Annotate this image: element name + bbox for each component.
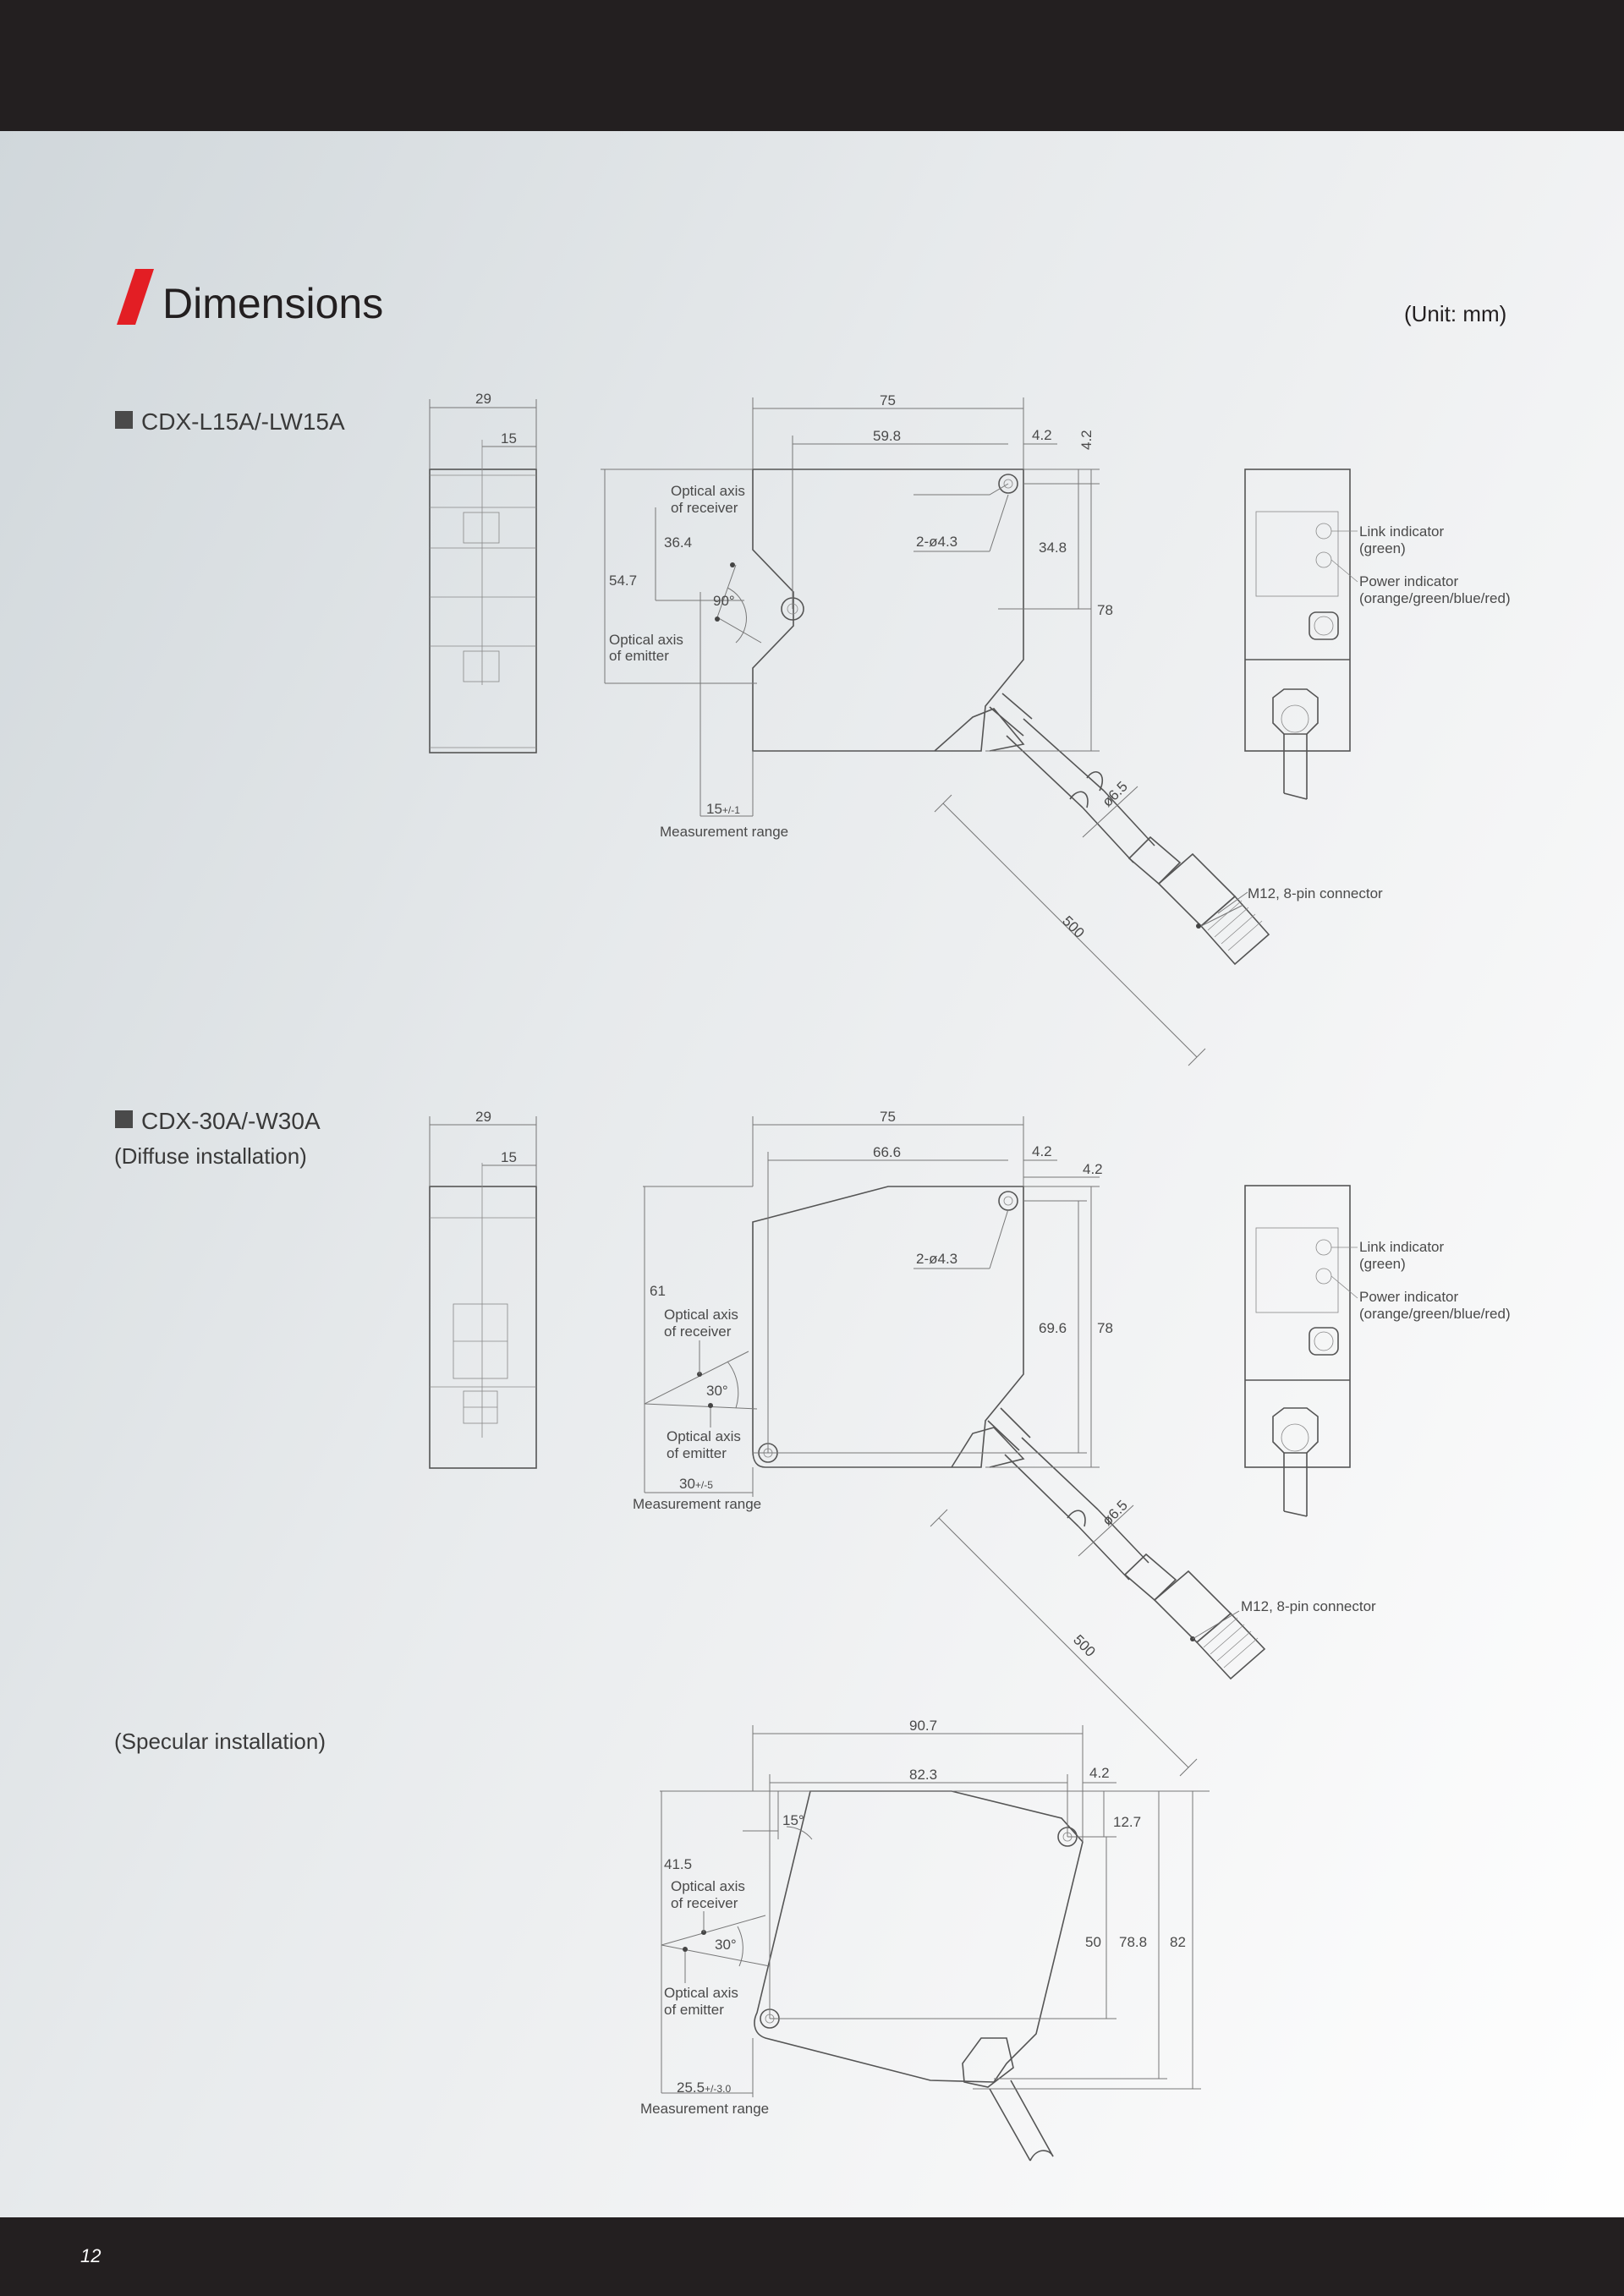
dim-4-2-d: 4.2 (1083, 1161, 1103, 1177)
rear-view-2 (1244, 1185, 1351, 1517)
model-name: CDX-30A/-W30A (141, 1108, 321, 1134)
optical-axis-receiver-1: Optical axis (671, 483, 745, 499)
optical-axis-receiver-1b: of receiver (671, 500, 738, 516)
optical-axis-receiver-3: Optical axis (671, 1878, 745, 1894)
cable-dia-2: ø6.5 (1099, 1497, 1130, 1528)
bottom-bar (0, 2217, 1624, 2296)
optical-axis-emitter-3: Optical axis (664, 1985, 738, 2001)
range-15: 15+/-1 (706, 801, 740, 817)
power-indicator-1: Power indicator (1359, 573, 1459, 589)
link-green-2: (green) (1359, 1256, 1406, 1272)
dim-29-2: 29 (475, 1109, 491, 1125)
link-green-1: (green) (1359, 540, 1406, 556)
dim-41-5: 41.5 (664, 1856, 692, 1872)
optical-axis-receiver-3b: of receiver (671, 1895, 738, 1911)
optical-axis-emitter-3b: of emitter (664, 2002, 724, 2018)
page-number: 12 (80, 2245, 102, 2266)
dim-4-2-b: 4.2 (1078, 430, 1095, 450)
dim-69-6: 69.6 (1039, 1320, 1067, 1336)
diffuse-installation-label: (Diffuse installation) (114, 1143, 307, 1169)
unit-note: (Unit: mm) (1404, 301, 1507, 326)
optical-axis-receiver-2b: of receiver (664, 1323, 732, 1340)
dim-34-8: 34.8 (1039, 540, 1067, 556)
dim-61: 61 (650, 1283, 666, 1299)
front-view-1 (752, 469, 1270, 966)
range-25-5: 25.5+/-3.0 (677, 2080, 731, 2096)
model-heading-2: CDX-30A/-W30A (115, 1108, 321, 1135)
front-view-2 (752, 1186, 1266, 1680)
dim-82: 82 (1170, 1934, 1186, 1950)
dim-4-2-e: 4.2 (1089, 1765, 1110, 1781)
measurement-range-1: Measurement range (660, 824, 788, 840)
dim-59-8: 59.8 (873, 428, 901, 444)
red-slash-icon (117, 269, 154, 325)
dim-15-2: 15 (501, 1149, 517, 1165)
dim-90-7: 90.7 (909, 1718, 937, 1734)
dim-36-4: 36.4 (664, 534, 692, 551)
angle-30-3: 30° (715, 1937, 737, 1953)
hole-label-2: 2-ø4.3 (916, 1251, 957, 1267)
power-colors-1: (orange/green/blue/red) (1359, 590, 1511, 606)
side-view-1 (429, 399, 537, 753)
front-view-specular (754, 1790, 1084, 2162)
dim-82-3: 82.3 (909, 1767, 937, 1783)
dim-50: 50 (1085, 1934, 1101, 1950)
dim-78: 78 (1097, 602, 1113, 618)
angle-90: 90° (713, 593, 735, 609)
top-bar (0, 0, 1624, 131)
dim-75-2: 75 (880, 1109, 896, 1125)
angle-30-2: 30° (706, 1383, 728, 1399)
optical-axis-receiver-2: Optical axis (664, 1307, 738, 1323)
dim-29: 29 (475, 391, 491, 407)
hole-label-1: 2-ø4.3 (916, 534, 957, 550)
link-indicator-1: Link indicator (1359, 523, 1445, 540)
optical-axis-emitter-1b: of emitter (609, 648, 669, 664)
dim-66-6: 66.6 (873, 1144, 901, 1160)
connector-label-2: M12, 8-pin connector (1241, 1598, 1376, 1614)
dim-78-8: 78.8 (1119, 1934, 1147, 1950)
optical-axis-emitter-2: Optical axis (667, 1428, 741, 1444)
dim-15: 15 (501, 430, 517, 447)
dim-4-2-c: 4.2 (1032, 1143, 1052, 1159)
square-bullet-icon (115, 411, 133, 429)
dimension-drawings: 29 15 75 59.8 4.2 4.2 34.8 78 54.7 (429, 391, 1511, 2162)
power-colors-2: (orange/green/blue/red) (1359, 1306, 1511, 1322)
dim-54-7: 54.7 (609, 573, 637, 589)
side-view-2 (429, 1116, 537, 1469)
cable-500-1: 500 (1059, 912, 1087, 940)
dim-4-2-a: 4.2 (1032, 427, 1052, 443)
tilt-15: 15° (782, 1812, 804, 1828)
square-bullet-icon (115, 1110, 133, 1128)
cable-500-2: 500 (1070, 1631, 1098, 1659)
dim-12-7: 12.7 (1113, 1814, 1141, 1830)
model-heading-1: CDX-L15A/-LW15A (115, 408, 345, 436)
optical-axis-emitter-2b: of emitter (667, 1445, 727, 1461)
connector-label-1: M12, 8-pin connector (1248, 885, 1383, 901)
link-indicator-2: Link indicator (1359, 1239, 1445, 1255)
measurement-range-3: Measurement range (640, 2101, 769, 2117)
model-name: CDX-L15A/-LW15A (141, 408, 345, 435)
dim-75: 75 (880, 392, 896, 408)
range-30: 30+/-5 (679, 1476, 713, 1492)
dim-78-2: 78 (1097, 1320, 1113, 1336)
optical-axis-emitter-1: Optical axis (609, 632, 683, 648)
page-title: Dimensions (162, 280, 384, 327)
rear-view-1 (1244, 469, 1351, 800)
measurement-range-2: Measurement range (633, 1496, 761, 1512)
cable-dia-1: ø6.5 (1099, 778, 1130, 809)
specular-installation-label: (Specular installation) (114, 1729, 326, 1754)
power-indicator-2: Power indicator (1359, 1289, 1459, 1305)
